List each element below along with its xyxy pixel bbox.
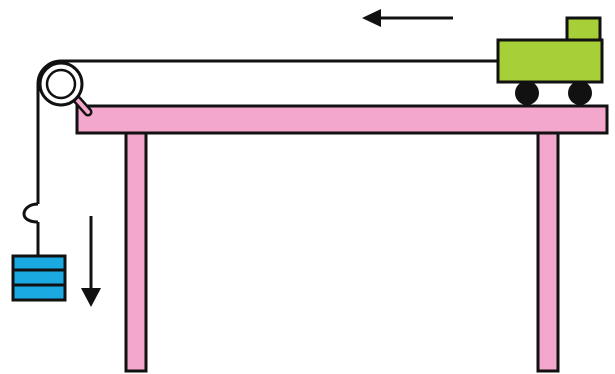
hanging-weight	[11, 254, 67, 302]
truck	[496, 16, 604, 105]
truck-cab	[565, 16, 602, 44]
truck-body	[496, 38, 604, 84]
rope-hook	[22, 202, 39, 224]
weight-motion-arrow	[81, 216, 101, 307]
table	[75, 104, 609, 373]
truck-motion-arrow	[362, 9, 453, 27]
pulley-wheel	[38, 61, 84, 107]
truck-rear-wheel	[568, 81, 592, 105]
truck-front-wheel	[515, 81, 539, 105]
rope	[22, 59, 498, 256]
table-right-leg	[536, 131, 560, 373]
table-left-leg	[124, 131, 148, 373]
rope-around-pulley	[36, 59, 62, 85]
table-top	[75, 104, 609, 135]
